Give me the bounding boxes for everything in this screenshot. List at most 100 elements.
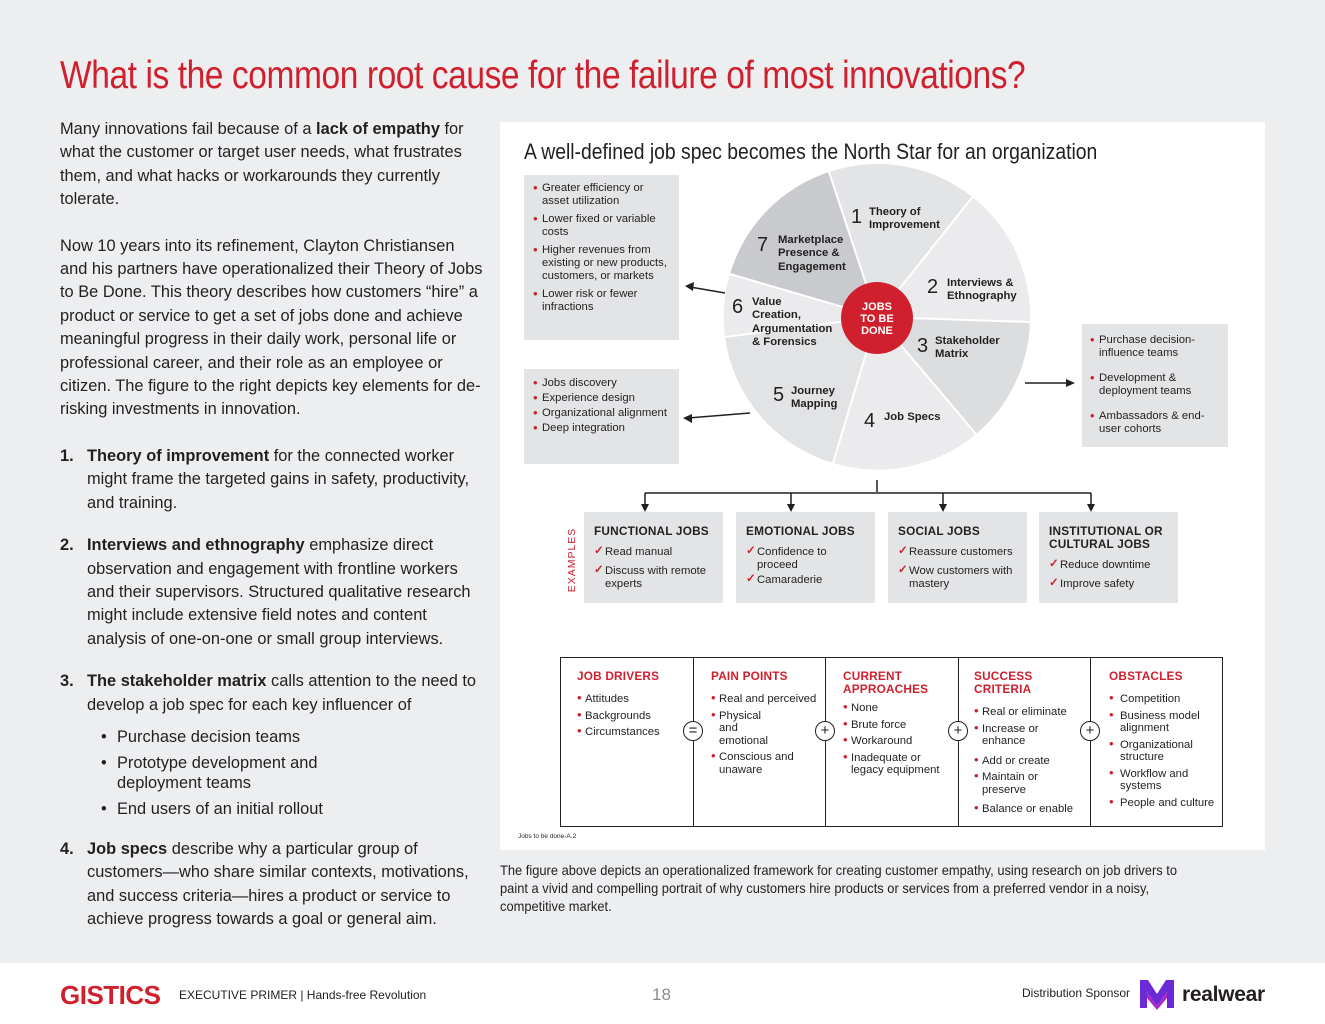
column-item: Workflow and systems: [1109, 767, 1221, 793]
job-card-functional: FUNCTIONAL JOBS Read manual Discuss with…: [584, 512, 723, 603]
column-item: Real or eliminate: [974, 705, 1090, 719]
segment-label: Argumentation: [752, 323, 832, 335]
column-divider: [958, 658, 960, 826]
figure-title: A well-defined job spec becomes the Nort…: [524, 139, 1098, 164]
column-item: Backgrounds: [577, 709, 687, 723]
segment-number: 1: [851, 206, 862, 228]
plus-operator: +: [1080, 721, 1100, 741]
column-item: Organizational structure: [1109, 738, 1221, 764]
center-label: DONE: [861, 325, 893, 337]
job-card-institutional: INSTITUTIONAL OR CULTURAL JOBS Reduce do…: [1039, 512, 1178, 603]
practice-item: Deep integration: [533, 421, 671, 435]
practice-item: Experience design: [533, 391, 671, 405]
column-current-approaches: CURRENT APPROACHES None Brute force Work…: [843, 658, 955, 826]
segment-label: Mapping: [791, 398, 838, 410]
list-item: 1.Theory of improvement for the connecte…: [60, 446, 470, 512]
column-title: OBSTACLES: [1109, 669, 1183, 683]
column-item: Attitudes: [577, 692, 687, 706]
column-item: Increase or enhance: [974, 722, 1090, 748]
column-item: Competition: [1109, 692, 1221, 706]
page-footer: GISTICS EXECUTIVE PRIMER | Hands-free Re…: [0, 963, 1325, 1024]
segment-number: 7: [757, 234, 768, 256]
column-success-criteria: SUCCESS CRITERIA Real or eliminate Incre…: [974, 658, 1090, 826]
stakeholders-box: Purchase decision-influence teams Develo…: [1082, 324, 1228, 447]
key-elements-list: 1.Theory of improvement for the connecte…: [60, 445, 485, 932]
job-card-social: SOCIAL JOBS Reassure customers Wow custo…: [888, 512, 1027, 603]
column-divider: [825, 658, 827, 826]
job-card-emotional: EMOTIONAL JOBS Confidence to proceed Cam…: [736, 512, 875, 603]
column-divider: [1090, 658, 1092, 826]
realwear-wordmark: realwear: [1182, 983, 1265, 1006]
column-item: None: [843, 701, 955, 715]
segment-label: Presence &: [778, 247, 840, 259]
segment-label: Creation,: [752, 309, 801, 321]
segment-number: 3: [917, 335, 928, 357]
center-label: JOBS: [862, 301, 892, 313]
segment-number: 6: [732, 296, 743, 318]
column-item: Inadequate or legacy equipment: [843, 751, 955, 777]
job-example: Read manual: [594, 545, 715, 559]
outcome-item: Lower fixed or variable costs: [533, 212, 671, 239]
job-example: Reduce downtime: [1049, 558, 1170, 572]
practices-box: Jobs discovery Experience design Organiz…: [524, 369, 679, 464]
realwear-logo-icon: [1140, 980, 1174, 1010]
column-item: Balance or enable: [974, 802, 1090, 816]
column-title: SUCCESS CRITERIA: [974, 669, 1033, 696]
segment-number: 5: [773, 384, 784, 406]
intro-paragraph-1: Many innovations fail because of a lack …: [60, 120, 464, 209]
sublist-item: Prototype development and deployment tea…: [87, 753, 485, 793]
segment-label: Journey: [791, 385, 836, 397]
list-item: 2.Interviews and ethnography emphasize d…: [60, 536, 471, 648]
practice-item: Jobs discovery: [533, 376, 671, 390]
segment-label: Matrix: [935, 348, 969, 360]
segment-label: Engagement: [778, 261, 846, 273]
gistics-logo: GISTICS: [60, 980, 161, 1010]
job-card-title: FUNCTIONAL JOBS: [594, 524, 709, 538]
center-label: TO BE: [860, 313, 893, 325]
practice-item: Organizational alignment: [533, 406, 671, 420]
segment-job-specs: [833, 317, 976, 470]
segment-interviews-ethnography: [877, 197, 1031, 322]
outcome-item: Higher revenues from existing or new pro…: [533, 243, 671, 283]
job-example: Discuss with remote experts: [594, 564, 715, 591]
list-item: 4.Job specs describe why a particular gr…: [60, 839, 469, 929]
stakeholder-item: Ambassadors & end-user cohorts: [1090, 409, 1222, 436]
column-divider: [693, 658, 695, 826]
figure-note: Jobs to be done-A.2: [518, 833, 577, 840]
column-item: Real and perceived: [711, 692, 823, 706]
body-text: Many innovations fail because of a lack …: [60, 118, 485, 951]
job-example: Confidence to proceed: [746, 545, 867, 572]
segment-label: Job Specs: [884, 411, 941, 423]
column-pain-points: PAIN POINTS Real and perceived Physical …: [711, 658, 823, 826]
column-item: Business model alignment: [1109, 709, 1221, 735]
segment-label: & Forensics: [752, 336, 817, 348]
column-item: Physical and emotional: [711, 709, 823, 748]
segment-number: 4: [864, 410, 875, 432]
page-number: 18: [652, 985, 671, 1004]
stakeholder-sublist: Purchase decision teams Prototype develo…: [87, 727, 485, 819]
examples-label: EXAMPLES: [566, 527, 578, 593]
job-example: Camaraderie: [746, 573, 867, 587]
figure-panel: A well-defined job spec becomes the Nort…: [500, 122, 1265, 850]
column-item: Conscious and unaware: [711, 750, 823, 776]
figure-caption: The figure above depicts an operationali…: [500, 862, 1178, 914]
column-item: Brute force: [843, 718, 955, 732]
outcome-item: Greater efficiency or asset utilization: [533, 181, 671, 208]
column-obstacles: OBSTACLES Competition Business model ali…: [1109, 658, 1221, 826]
column-item: Maintain or preserve: [974, 770, 1090, 796]
wheel: JOBS TO BE DONE 1 Theory of Improvement …: [723, 164, 1031, 470]
segment-label: Marketplace: [778, 234, 843, 246]
job-card-title: SOCIAL JOBS: [898, 524, 980, 538]
job-drivers-table: JOB DRIVERS Attitudes Backgrounds Circum…: [560, 657, 1223, 827]
job-example: Wow customers with mastery: [898, 564, 1019, 591]
column-item: Add or create: [974, 754, 1090, 768]
equals-operator: =: [683, 721, 703, 741]
job-example: Reassure customers: [898, 545, 1019, 559]
column-job-drivers: JOB DRIVERS Attitudes Backgrounds Circum…: [577, 658, 687, 826]
segment-label: Stakeholder: [935, 335, 1000, 347]
sublist-item: Purchase decision teams: [87, 727, 485, 747]
segment-number: 2: [927, 276, 938, 298]
sponsor-label: Distribution Sponsor: [1022, 986, 1131, 1000]
plus-operator: +: [948, 721, 968, 741]
jtbd-wheel-diagram: JOBS TO BE DONE 1 Theory of Improvement …: [641, 164, 1095, 512]
